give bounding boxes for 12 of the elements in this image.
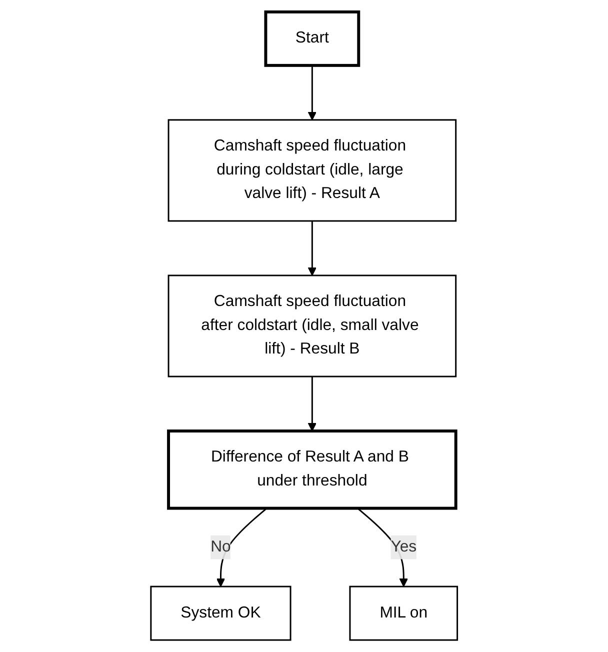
node-box: System OK xyxy=(150,586,292,641)
arrow xyxy=(308,376,316,432)
arrow xyxy=(216,508,268,587)
arrow xyxy=(308,220,316,276)
edge-label: Yes xyxy=(390,538,416,556)
node-box: Difference of Result A and B under threshold xyxy=(166,430,458,510)
node-box: Camshaft speed fluctuation after coldstart (idle, small valve lift) - Result B xyxy=(168,274,456,378)
node-box: Camshaft speed fluctuation during coldstart (idle, large valve lift) - Result A xyxy=(168,119,456,222)
arrow xyxy=(308,65,316,120)
node-box: Start xyxy=(264,10,360,67)
edge-label: No xyxy=(210,538,231,556)
node-box: MIL on xyxy=(349,586,458,641)
